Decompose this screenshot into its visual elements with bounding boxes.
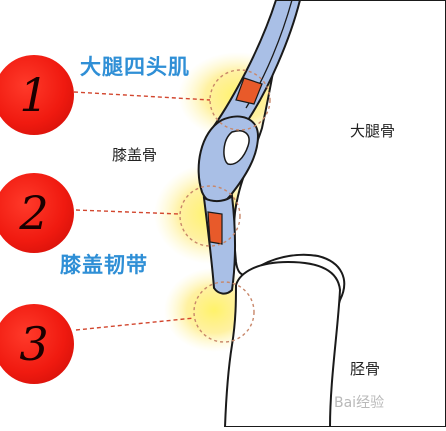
label-quadriceps: 大腿四头肌: [80, 55, 190, 79]
label-tibia: 胫骨: [350, 360, 381, 378]
dashed-circle-3: [193, 281, 255, 343]
label-femur: 大腿骨: [350, 122, 396, 140]
dashed-circle-2: [179, 185, 241, 247]
quadriceps-muscle: [235, 77, 263, 105]
label-patellar-ligament: 膝盖韧带: [60, 253, 148, 277]
marker-2-number: 2: [19, 186, 49, 240]
marker-2: 2: [0, 173, 74, 253]
patella-inner: [223, 130, 250, 166]
ligament-muscle: [207, 211, 223, 245]
tibia-bone: [223, 260, 342, 428]
leader-line-2: [75, 209, 181, 215]
dashed-circle-1: [209, 69, 271, 131]
label-patella: 膝盖骨: [112, 146, 158, 164]
leader-line-1: [73, 91, 211, 101]
marker-3-number: 3: [19, 317, 49, 371]
marker-1: 1: [0, 55, 74, 135]
watermark: Bai经验: [334, 395, 385, 411]
marker-3: 3: [0, 304, 74, 384]
leader-line-3: [75, 317, 195, 331]
marker-1-number: 1: [19, 68, 49, 122]
